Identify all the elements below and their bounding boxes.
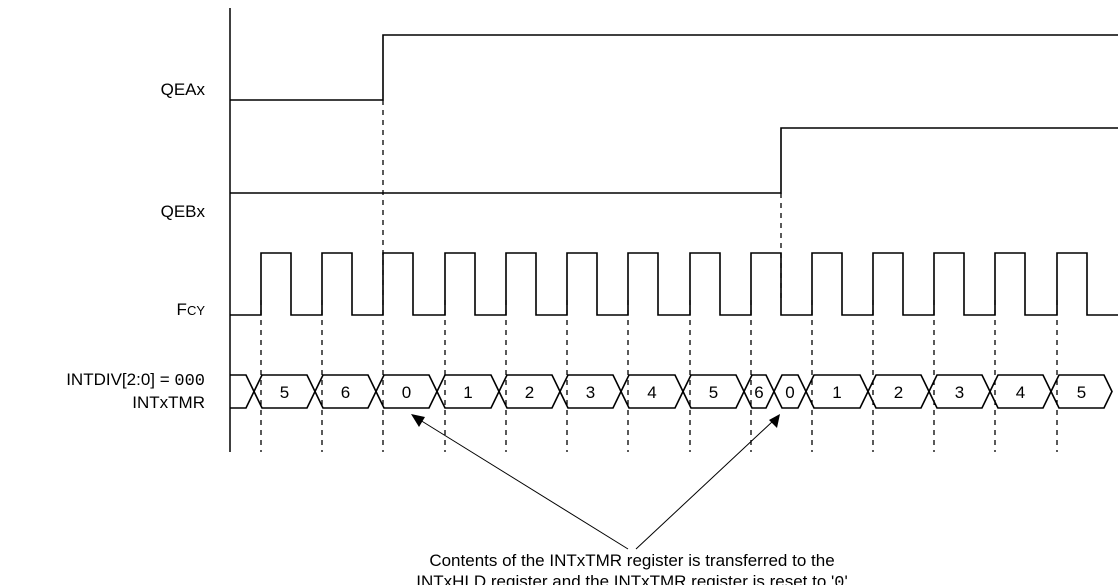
bus-value: 4 xyxy=(647,383,656,402)
fcy-label-sub: CY xyxy=(187,303,205,318)
bus-value: 6 xyxy=(341,383,350,402)
fcy-label-main: F xyxy=(177,300,187,319)
bus-segment xyxy=(237,374,255,409)
bus-value: 2 xyxy=(894,383,903,402)
arrowhead-right xyxy=(769,414,780,428)
note-line2-suffix: ' xyxy=(844,572,847,585)
intdiv-label-prefix: INTDIV[2:0] = xyxy=(66,370,174,389)
qeb-label: QEBx xyxy=(161,202,206,221)
qea-waveform xyxy=(230,34,1118,101)
bus-value: 5 xyxy=(1077,383,1086,402)
bus-value: 0 xyxy=(402,383,411,402)
bus-value: 1 xyxy=(832,383,841,402)
fcy-label: FCY xyxy=(177,300,206,319)
intdiv-label-value: 000 xyxy=(174,372,205,391)
arrowhead-left xyxy=(411,414,425,427)
bus-value: 1 xyxy=(463,383,472,402)
qeb-waveform xyxy=(230,127,1118,194)
note-line2-prefix: INTxHLD register and the INTxTMR registe… xyxy=(416,572,834,585)
bus-value: 3 xyxy=(586,383,595,402)
bus-value: 4 xyxy=(1016,383,1025,402)
bus-value: 5 xyxy=(709,383,718,402)
bus-value: 5 xyxy=(280,383,289,402)
bus-segment xyxy=(1050,374,1113,409)
bus-lead xyxy=(230,374,237,409)
bus-value: 0 xyxy=(785,383,794,402)
intxtmr-label: INTxTMR xyxy=(132,393,205,412)
bus-value: 3 xyxy=(955,383,964,402)
fcy-waveform xyxy=(230,252,1118,316)
bus-value: 6 xyxy=(754,383,763,402)
intdiv-label: INTDIV[2:0] = 000 xyxy=(66,370,205,391)
edge-markers xyxy=(260,100,1058,452)
note-line2-value: 0 xyxy=(834,574,844,585)
annotation-note-line2: INTxHLD register and the INTxTMR registe… xyxy=(416,572,847,585)
qea-label: QEAx xyxy=(161,80,206,99)
bus-value: 2 xyxy=(525,383,534,402)
annotation-arrow-left xyxy=(419,419,629,550)
annotation-note-line1: Contents of the INTxTMR register is tran… xyxy=(429,551,834,570)
intxtmr-bus: 5 6 0 1 2 3 4 5 6 0 1 2 3 4 5 xyxy=(230,374,1113,409)
annotation-arrow-right xyxy=(635,420,774,550)
